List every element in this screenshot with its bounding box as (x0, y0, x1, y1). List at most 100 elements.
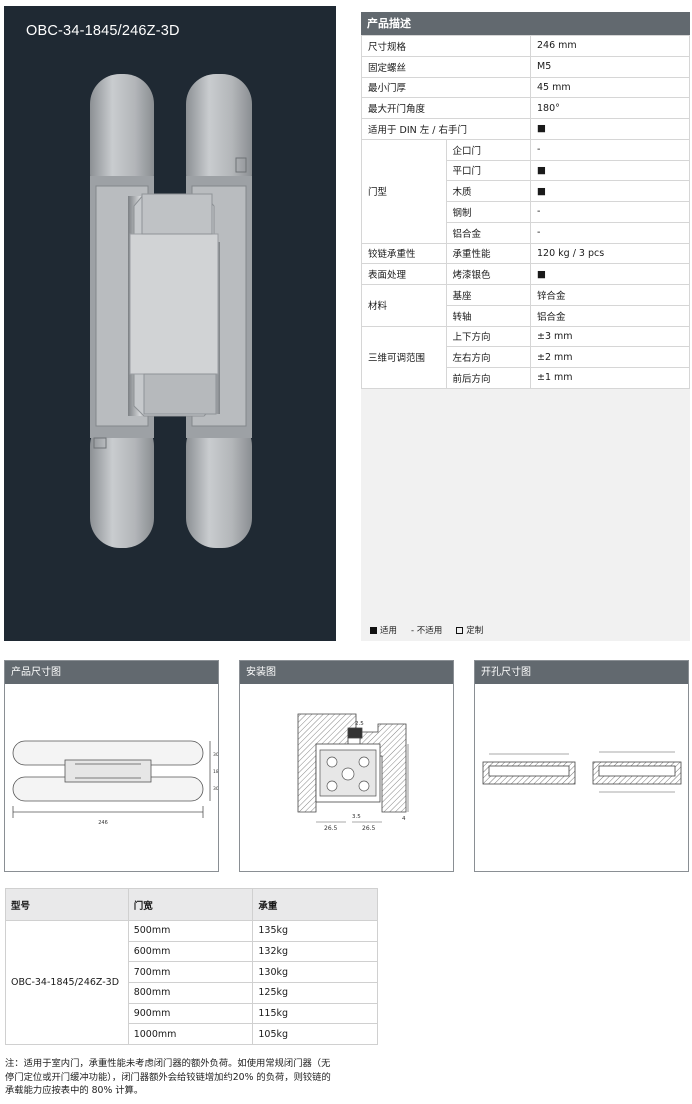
spec-value: - (530, 201, 690, 223)
spec-value: ±3 mm (530, 325, 690, 348)
load-table: 型号 门宽 承重 OBC-34-1845/246Z-3D 500mm 135kg… (5, 888, 378, 1046)
spec-row: 表面处理 烤漆银色 ■ (361, 263, 690, 285)
spec-value: ■ (530, 263, 690, 285)
spec-label: 适用于 DIN 左 / 右手门 (361, 118, 531, 140)
dimension-drawing-title: 产品尺寸图 (5, 661, 218, 684)
spec-sublabel: 烤漆银色 (445, 263, 531, 285)
spec-label: 尺寸规格 (361, 35, 531, 57)
legend-not-applicable: - 不适用 (411, 626, 443, 636)
install-drawing-title: 安装图 (240, 661, 453, 684)
spec-sublabel: 左右方向 (445, 346, 531, 368)
load-cell: 125kg (252, 982, 378, 1004)
spec-group-label: 表面处理 (361, 263, 447, 285)
door-width-cell: 900mm (127, 1002, 254, 1025)
spec-legend: 适用 - 不适用 定制 (370, 624, 483, 636)
load-cell: 105kg (252, 1023, 378, 1046)
spec-panel: 产品描述 尺寸规格 246 mm 固定螺丝 M5 最小门厚 45 mm 最大开门… (361, 12, 690, 641)
spec-sublabel: 铝合金 (445, 221, 531, 244)
spec-label: 固定螺丝 (361, 55, 531, 78)
spec-table: 尺寸规格 246 mm 固定螺丝 M5 最小门厚 45 mm 最大开门角度 18… (361, 35, 690, 389)
load-table-row: 900mm 115kg (6, 1002, 378, 1025)
left-width-label: 26.5 (324, 825, 338, 832)
spec-sublabel: 平口门 (445, 159, 531, 182)
footnote: 注：适用于室内门，承重性能未考虑闭门器的额外负荷。如使用常规闭门器（无停门定位或… (5, 1058, 331, 1096)
overall-length-label: 246 (98, 820, 108, 826)
dim-a-label: 30 (213, 752, 218, 758)
spec-value: 180° (530, 97, 690, 119)
door-width-cell: 500mm (127, 920, 254, 942)
spec-sublabel: 木质 (445, 180, 531, 202)
spec-row: 转轴 铝合金 (362, 304, 690, 327)
spec-row: 最小门厚 45 mm (361, 76, 690, 99)
center-gap-label: 3.5 (352, 814, 361, 820)
install-drawing-panel: 安装图 2.5 26.5 26.5 3.5 4 (239, 660, 454, 872)
legend-custom: 定制 (456, 624, 483, 636)
dimension-drawing: 246 30 18 30 (12, 740, 218, 826)
dimension-drawing-panel: 产品尺寸图 246 30 18 30 (4, 660, 219, 872)
product-model-title: OBC-34-1845/246Z-3D (26, 23, 180, 39)
load-table-header: 型号 门宽 承重 (5, 888, 378, 921)
spec-sublabel: 承重性能 (445, 242, 531, 265)
cutout-drawing (482, 751, 682, 793)
spec-row: 尺寸规格 246 mm (361, 35, 690, 57)
load-table-row: 1000mm 105kg (6, 1023, 378, 1046)
header-door-width: 门宽 (127, 888, 254, 921)
spec-value: 120 kg / 3 pcs (530, 242, 690, 265)
spec-value: 246 mm (530, 35, 690, 57)
spec-value: M5 (530, 55, 690, 78)
load-cell: 115kg (252, 1002, 378, 1025)
spec-row: 平口门 ■ (362, 159, 690, 182)
spec-group-label: 铰链承重性 (361, 242, 447, 265)
legend-applicable: 适用 (370, 624, 397, 636)
spec-row: 固定螺丝 M5 (361, 55, 690, 78)
right-width-label: 26.5 (362, 825, 376, 832)
spec-value: 锌合金 (530, 284, 690, 306)
load-table-row: OBC-34-1845/246Z-3D 500mm 135kg (5, 919, 378, 1046)
spec-row: 左右方向 ±2 mm (362, 346, 690, 368)
door-width-cell: 1000mm (127, 1023, 254, 1046)
spec-group-label: 材料 (361, 284, 447, 327)
spec-row: 铝合金 - (362, 221, 690, 244)
spec-sublabel: 转轴 (445, 304, 531, 327)
load-table-row: 600mm 132kg (6, 940, 378, 963)
spec-value: ±1 mm (530, 367, 690, 389)
load-cell: 130kg (252, 961, 378, 984)
spec-value: - (530, 138, 690, 161)
hollow-square-icon (456, 627, 464, 634)
spec-sublabel: 前后方向 (445, 367, 531, 389)
hinge-illustration (90, 74, 252, 548)
spec-label: 最小门厚 (361, 76, 531, 99)
load-table-row: 800mm 125kg (6, 982, 378, 1004)
spec-sublabel: 钢制 (445, 201, 531, 223)
spec-value: 45 mm (530, 76, 690, 99)
spec-row: 钢制 - (362, 201, 690, 223)
spec-row: 适用于 DIN 左 / 右手门 ■ (361, 118, 690, 140)
legend-custom-label: 定制 (466, 626, 484, 636)
spec-row: 最大开门角度 180° (361, 97, 690, 119)
spec-label: 最大开门角度 (361, 97, 531, 119)
header-load: 承重 (252, 888, 378, 921)
filled-square-icon (370, 627, 377, 634)
product-photo-panel: OBC-34-1845/246Z-3D (4, 6, 336, 641)
spec-value: ±2 mm (530, 346, 690, 368)
spec-group-label: 门型 (361, 138, 447, 244)
spec-header: 产品描述 (361, 12, 690, 35)
dim-b-label: 18 (213, 769, 218, 775)
spec-sublabel: 企口门 (445, 138, 531, 161)
spec-row: 前后方向 ±1 mm (362, 367, 690, 389)
spec-value: ■ (530, 180, 690, 202)
spec-value: ■ (530, 159, 690, 182)
door-width-cell: 800mm (127, 982, 254, 1004)
header-model: 型号 (5, 888, 129, 921)
model-cell: OBC-34-1845/246Z-3D (5, 919, 129, 1046)
gap-label: 2.5 (355, 721, 364, 727)
dim-c-label: 30 (213, 786, 218, 792)
load-cell: 132kg (252, 940, 378, 963)
spec-value: 铝合金 (530, 304, 690, 327)
door-width-cell: 700mm (127, 961, 254, 984)
spec-value: ■ (530, 118, 690, 140)
spec-row: 三维可调范围 上下方向 ±3 mm (361, 325, 690, 389)
side-offset-label: 4 (402, 816, 406, 822)
cutout-drawing-panel: 开孔尺寸图 (474, 660, 689, 872)
spec-group-label: 三维可调范围 (361, 325, 447, 389)
